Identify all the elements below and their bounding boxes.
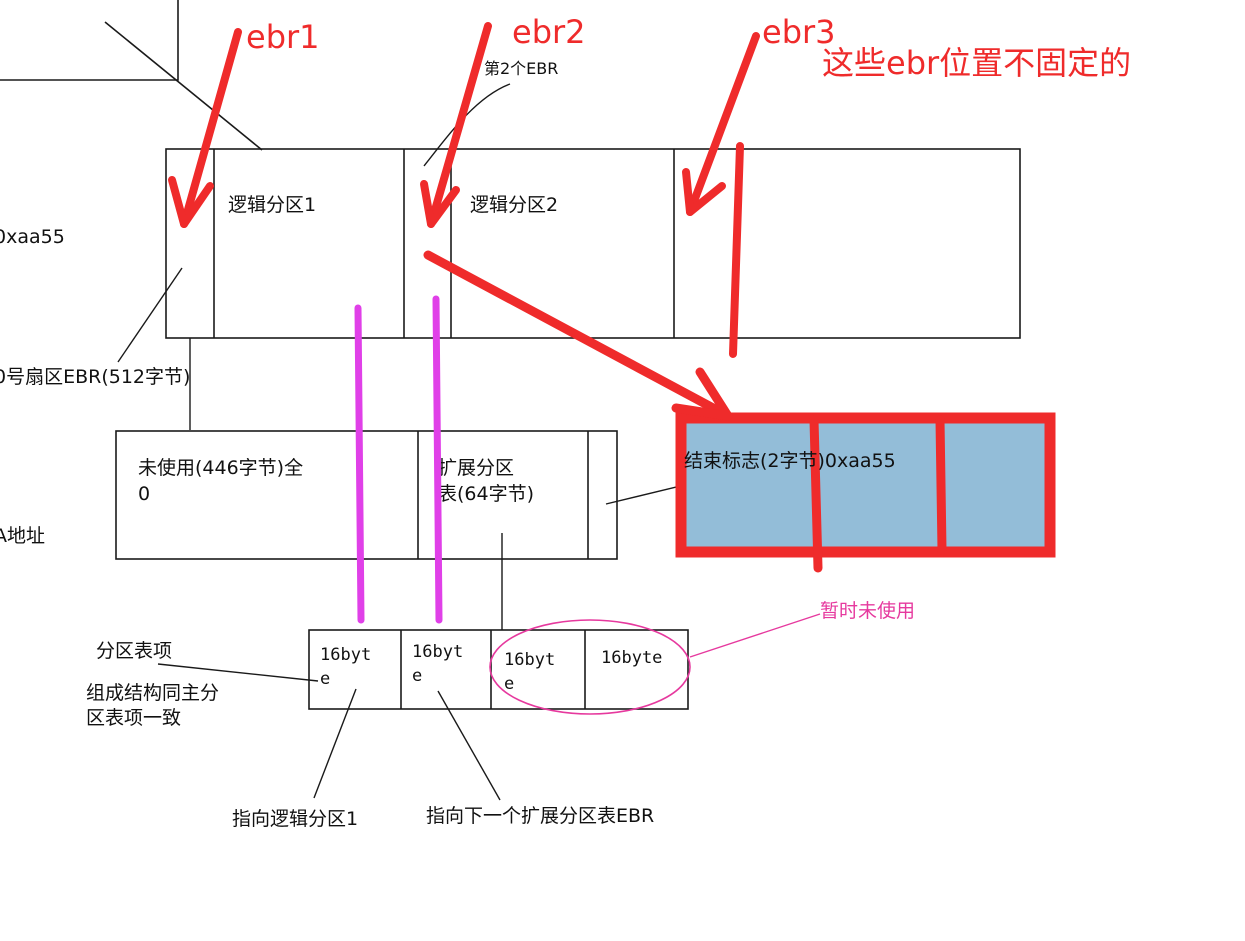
ext-partition-table-label: 扩展分区 — [438, 457, 514, 479]
entry-3-size: 16byt — [504, 650, 555, 670]
end-flag-divider-1 — [809, 415, 823, 573]
entry-2-size: 16byt — [412, 642, 463, 662]
points-logical1-leader — [313, 688, 357, 799]
entry-3-size-line2: e — [504, 674, 514, 694]
ebr2-arrow-shaft — [427, 22, 492, 228]
ebr3-marker-line — [729, 142, 744, 358]
entry-1-size-line2: e — [320, 669, 330, 689]
extended-partition-row — [165, 148, 1021, 339]
entry-1-size: 16byt — [320, 645, 371, 665]
ext-partition-table-label-line2: 表(64字节) — [438, 483, 534, 505]
unused-446-label: 未使用(446字节)全 — [138, 457, 303, 479]
magenta-line-next-ebr — [432, 295, 443, 624]
sector0-ebr-label: 0号扇区EBR(512字节) — [0, 366, 190, 388]
ebr1-arrow-head — [168, 176, 214, 228]
logical-partition-2-label: 逻辑分区2 — [470, 194, 558, 216]
entry-structure-note-line2: 区表项一致 — [86, 707, 181, 729]
entry-4-size: 16byte — [601, 648, 662, 668]
extended-partition-outline — [165, 148, 1021, 339]
position-not-fixed-note: 这些ebr位置不固定的 — [822, 44, 1131, 82]
points-next-ebr-leader — [437, 690, 501, 801]
ebr3-arrow-shaft — [686, 32, 760, 216]
unused-446-label-line2: 0 — [138, 483, 150, 505]
unused-note: 暂时未使用 — [820, 600, 915, 622]
ebr1-label: ebr1 — [246, 18, 320, 56]
sector0-ebr-leader — [117, 267, 183, 363]
points-to-next-ebr-label: 指向下一个扩展分区表EBR — [426, 805, 654, 827]
entry-2-size-line2: e — [412, 666, 422, 686]
end-flag-outline — [675, 412, 1056, 558]
end-flag-box — [675, 412, 1056, 573]
ebr-sector-detail — [115, 430, 618, 560]
logical-partition-1-label: 逻辑分区1 — [228, 194, 316, 216]
magic-number-label: 0xaa55 — [0, 226, 65, 248]
ebr2-arrow-head — [420, 180, 460, 228]
unused-note-leader — [689, 613, 821, 658]
entries-outline — [308, 629, 689, 710]
second-ebr-label: 第2个EBR — [484, 59, 558, 78]
end-flag-divider-2 — [935, 415, 947, 555]
partition-entry-leader — [157, 663, 319, 682]
points-to-logical-1-label: 指向逻辑分区1 — [232, 808, 358, 830]
partition-entry-label: 分区表项 — [96, 640, 172, 662]
unused-entries-ellipse — [489, 619, 691, 715]
to-end-flag-arrow-head — [671, 367, 733, 421]
ebr-sector-outline — [115, 430, 618, 560]
entry-structure-note: 组成结构同主分 — [86, 682, 219, 704]
magenta-highlights — [354, 295, 443, 624]
to-end-flag-arrow-shaft — [423, 250, 733, 421]
ebr3-arrow-head — [682, 168, 726, 216]
ebr3-label: ebr3 — [762, 13, 836, 51]
end-flag-label: 结束标志(2字节)0xaa55 — [684, 450, 896, 472]
ebr2-label: ebr2 — [512, 13, 586, 51]
ebr1-arrow-shaft — [180, 28, 242, 228]
address-label: A地址 — [0, 525, 45, 547]
red-annotations — [168, 22, 760, 421]
partition-table-entries — [308, 629, 689, 710]
magenta-line-logical1 — [354, 304, 365, 624]
partial-top-box — [0, 0, 263, 151]
